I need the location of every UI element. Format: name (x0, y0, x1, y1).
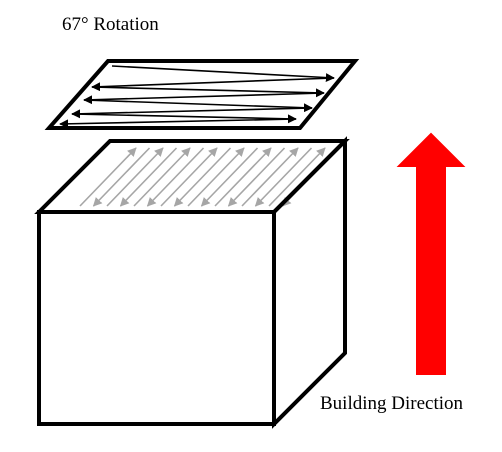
build-cube (34, 136, 350, 429)
cube-scan-vector-8 (173, 147, 232, 207)
arrow-up-icon (396, 132, 466, 375)
scan-vector-8 (59, 118, 297, 129)
cube-scan-vector-2 (92, 147, 151, 207)
scan-vector-7 (71, 113, 297, 124)
cube-scan-vector-6 (146, 147, 205, 207)
rotated-scan-layer (44, 59, 360, 130)
cube-scan-vector-7 (160, 147, 218, 207)
scan-vector-2 (91, 77, 335, 92)
layer-outline (44, 59, 360, 130)
scan-vector-5 (83, 99, 313, 113)
cube-front-face (37, 210, 276, 426)
cube-scan-vector-9 (187, 147, 245, 207)
cube-top-hatch-lines (79, 147, 340, 207)
cube-scan-vector-13 (241, 147, 299, 207)
cube-scan-vector-15 (268, 147, 326, 207)
cube-scan-vector-5 (133, 147, 191, 207)
scan-vector-1 (111, 65, 335, 83)
cube-scan-vector-12 (227, 147, 286, 207)
cube-scan-vector-3 (106, 147, 164, 207)
cube-scan-vector-14 (254, 147, 313, 207)
cube-scan-vector-10 (200, 147, 259, 207)
rotation-label: 67° Rotation (62, 14, 159, 35)
scan-vector-6 (71, 107, 313, 119)
layer-hatch-lines (59, 65, 335, 129)
cube-side-face (272, 136, 347, 429)
scan-vector-4 (83, 92, 325, 105)
cube-scan-vector-11 (214, 147, 272, 207)
cube-scan-vector-4 (119, 147, 178, 207)
cube-scan-vector-1 (79, 147, 137, 207)
scan-vector-3 (91, 86, 325, 98)
building-direction-label: Building Direction (320, 393, 464, 414)
